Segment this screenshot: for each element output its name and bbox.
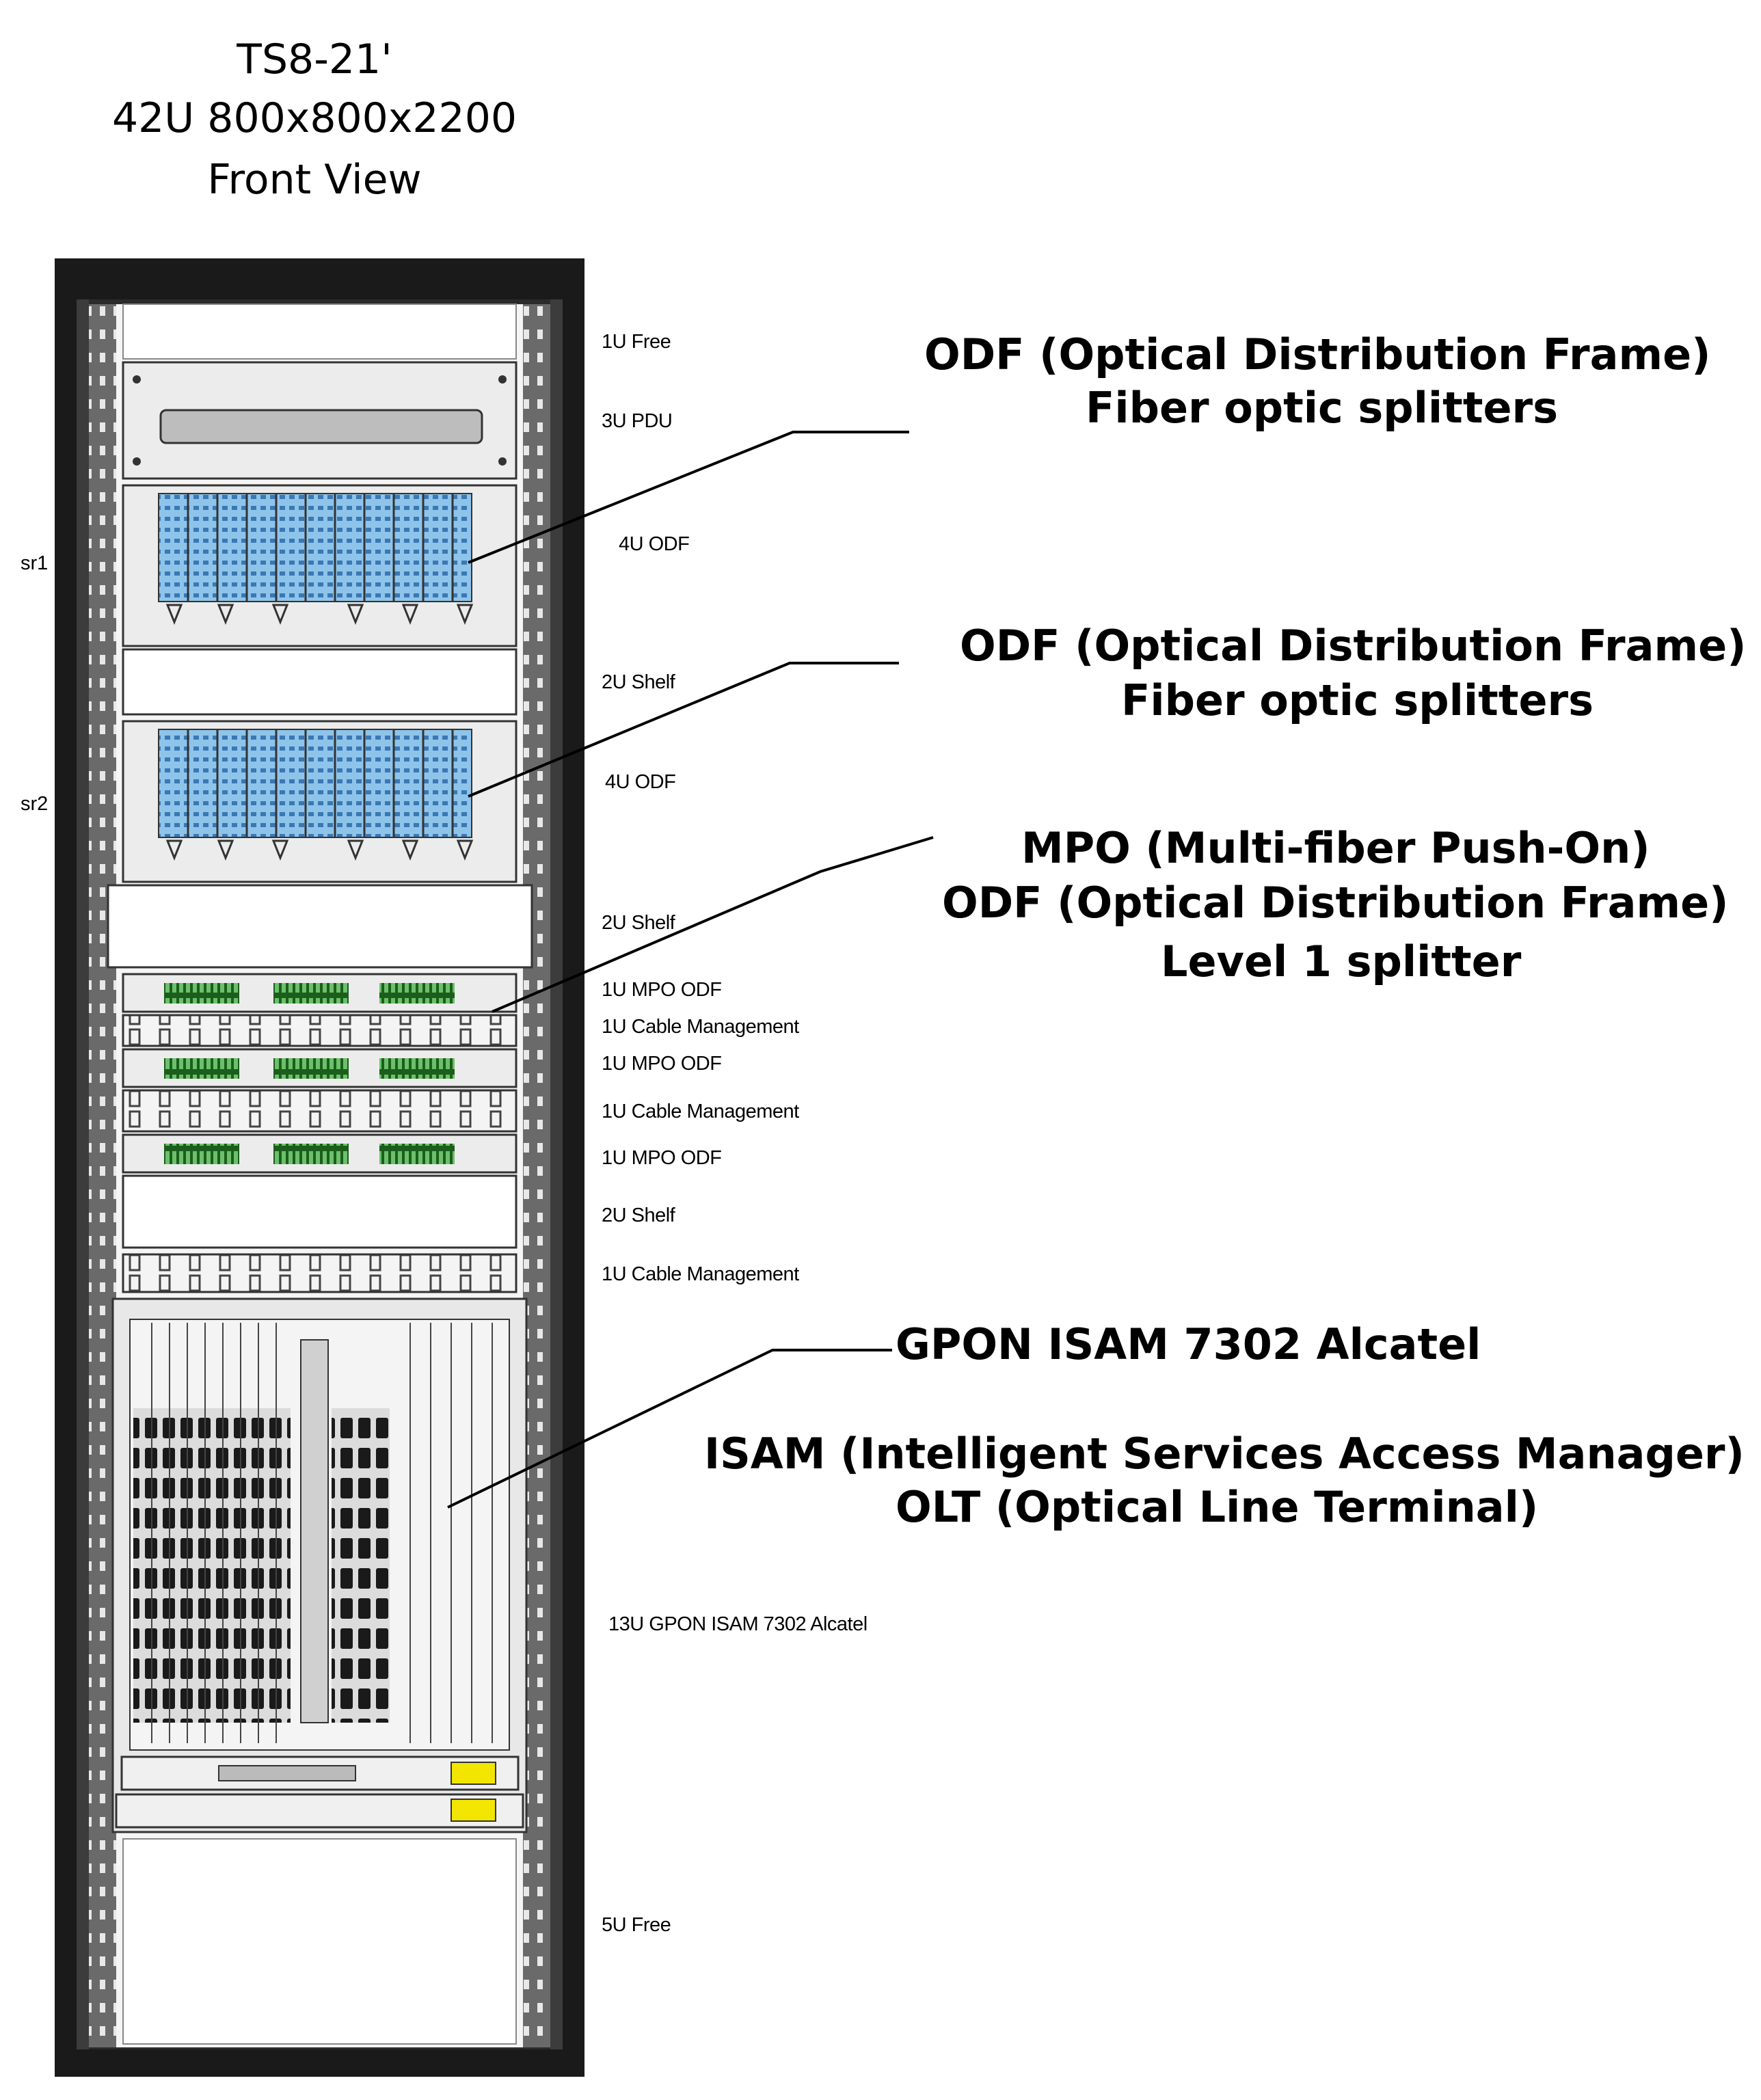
callout-mpo-odf: ODF (Optical Distribution Frame) [942, 878, 1729, 928]
unit-label-5u-free: 5U Free [602, 1914, 671, 1936]
pdu-unit [122, 361, 517, 480]
callout-gpon-title: GPON ISAM 7302 Alcatel [896, 1319, 1481, 1369]
side-label-sr1: sr1 [21, 552, 49, 574]
unit-label-mpo-2: 1U MPO ODF [602, 1053, 722, 1075]
shelf-unit-2 [107, 884, 533, 969]
unit-label-odf-2: 4U ODF [605, 771, 676, 793]
view-label: Front View [207, 156, 422, 204]
unit-label-pdu: 3U PDU [602, 410, 673, 432]
callout-olt-title: OLT (Optical Line Terminal) [896, 1482, 1539, 1532]
cable-mgmt-unit-3 [122, 1253, 517, 1293]
callout-odf2-subtitle: Fiber optic splitters [1121, 675, 1594, 725]
unit-label-cable-3: 1U Cable Management [602, 1263, 799, 1285]
cable-mgmt-unit-2 [122, 1089, 517, 1133]
callout-mpo-title: MPO (Multi-fiber Push-On) [1021, 823, 1650, 873]
callout-odf2-title: ODF (Optical Distribution Frame) [960, 621, 1747, 671]
right-rail [523, 304, 550, 2047]
unit-label-isam: 13U GPON ISAM 7302 Alcatel [608, 1613, 868, 1635]
cable-mgmt-unit-1 [122, 1014, 517, 1047]
unit-label-cable-2: 1U Cable Management [602, 1101, 799, 1122]
callout-isam-title: ISAM (Intelligent Services Access Manage… [704, 1429, 1745, 1479]
rack-dimensions-label: 42U 800x800x2200 [111, 94, 517, 142]
unit-label-odf-1: 4U ODF [619, 533, 690, 555]
callout-leaders [447, 431, 934, 1509]
isam-chassis [111, 1297, 528, 1833]
unit-label-1u-free: 1U Free [602, 331, 671, 353]
unit-label-mpo-3: 1U MPO ODF [602, 1147, 722, 1169]
side-label-sr2: sr2 [21, 793, 49, 815]
mpo-odf-unit-3 [122, 1133, 517, 1174]
unit-label-shelf-2: 2U Shelf [602, 912, 675, 934]
unit-label-shelf-3: 2U Shelf [602, 1204, 675, 1226]
unit-label-shelf-1: 2U Shelf [602, 671, 675, 693]
callout-mpo-level: Level 1 splitter [1161, 937, 1522, 986]
left-rail [89, 304, 116, 2047]
shelf-unit-1 [122, 648, 517, 716]
odf-unit-2 [122, 720, 517, 883]
shelf-unit-3 [122, 1174, 517, 1249]
rack-model-label: TS8-21' [237, 36, 392, 83]
odf-unit-1 [122, 484, 517, 647]
mpo-odf-unit-2 [122, 1048, 517, 1088]
callout-odf1-subtitle: Fiber optic splitters [1086, 383, 1558, 433]
unit-label-cable-1: 1U Cable Management [602, 1016, 799, 1038]
mpo-odf-unit-1 [122, 973, 517, 1013]
callout-odf1-title: ODF (Optical Distribution Frame) [924, 329, 1711, 379]
unit-label-mpo-1: 1U MPO ODF [602, 979, 722, 1001]
